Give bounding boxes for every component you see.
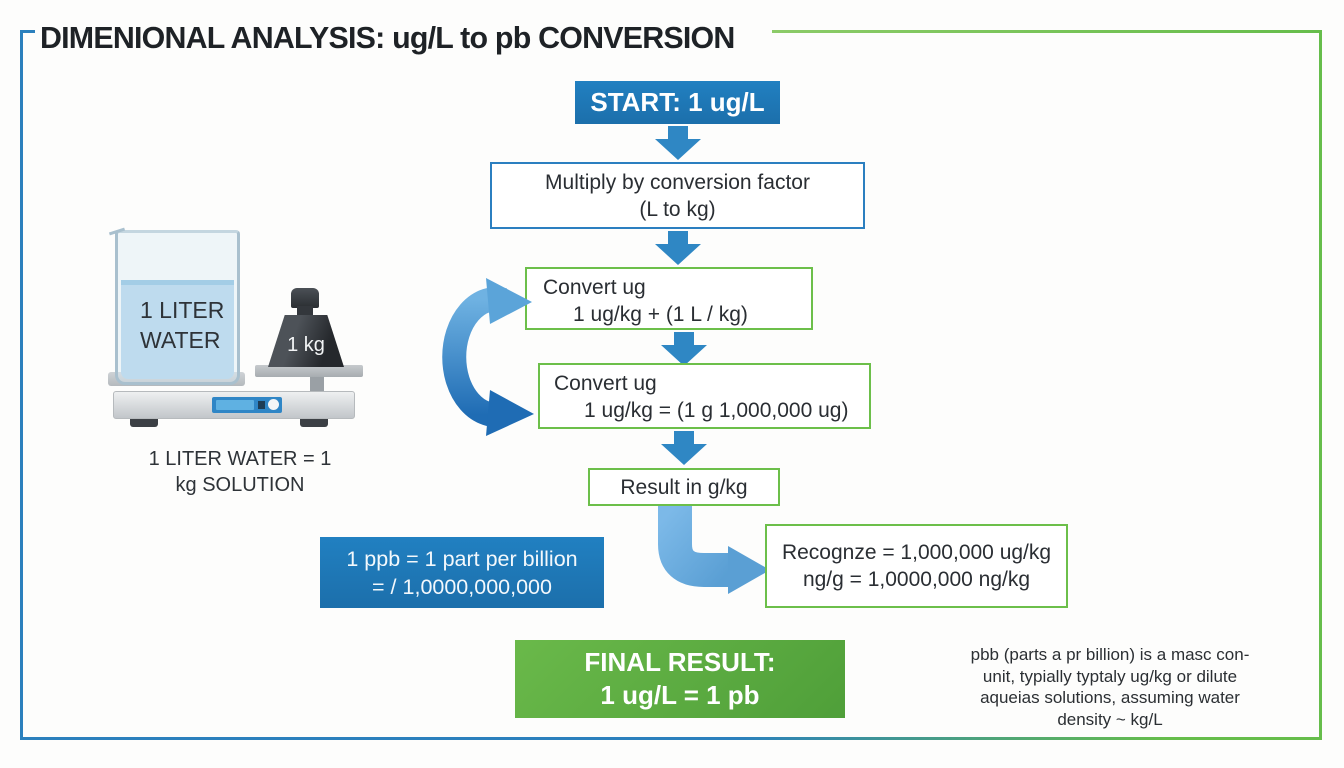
scale-display: [212, 397, 282, 413]
weight-label: 1 kg: [287, 333, 325, 356]
arrow-down-icon: [661, 332, 707, 366]
ppb-line2: = / 1,0000,000,000: [372, 574, 552, 599]
scale-body: [113, 391, 355, 419]
elbow-arrow-icon: [658, 506, 770, 594]
page-title: DIMENIONAL ANALYSIS: ug/L to pb CONVERSI…: [40, 20, 735, 55]
arrow-down-icon: [661, 431, 707, 465]
footnote-text: pbb (parts a pr billion) is a masc con- …: [950, 644, 1270, 730]
flow-convert2-box: Convert ug 1 ug/kg = (1 g 1,000,000 ug): [538, 363, 871, 429]
footnote-line2: unit, typially typtaly ug/kg or dilute: [982, 666, 1238, 686]
frame-border-bottom: [20, 737, 1322, 740]
illustration-caption: 1 LITER WATER = 1 kg SOLUTION: [120, 446, 360, 498]
beaker-label: 1 LITER WATER: [140, 297, 225, 353]
frame-border-right: [1319, 30, 1322, 738]
scale-foot: [300, 419, 328, 427]
footnote-line4: density ~ kg/L: [1057, 709, 1163, 729]
recognize-line1: Recognze = 1,000,000 ug/kg: [781, 541, 1052, 564]
scale-foot: [130, 419, 158, 427]
convert2-line2: 1 ug/kg = (1 g 1,000,000 ug): [584, 399, 849, 422]
weight-pedestal: [255, 365, 363, 377]
weight-pedestal-stem: [310, 377, 324, 393]
scale-screen: [216, 400, 254, 410]
beaker-water: [121, 280, 234, 379]
frame-border-top: [772, 30, 1322, 33]
beaker-spout: [108, 227, 126, 236]
footnote-line1: pbb (parts a pr billion) is a masc con-: [970, 645, 1250, 664]
multiply-line2: (L to kg): [639, 197, 716, 221]
weight-knob: [291, 288, 319, 308]
convert2-line1: Convert ug: [554, 372, 657, 395]
convert1-line2: 1 ug/kg + (1 L / kg): [573, 303, 748, 326]
multiply-line1: Multiply by conversion factor: [545, 170, 810, 194]
final-line2: 1 ug/L = 1 pb: [600, 680, 760, 710]
flow-multiply-box: Multiply by conversion factor (L to kg): [490, 162, 865, 229]
loop-arrow-icon: [442, 278, 534, 436]
final-result-box: FINAL RESULT: 1 ug/L = 1 pb: [515, 640, 845, 718]
flow-start-box: START: 1 ug/L: [575, 81, 780, 124]
final-line1: FINAL RESULT:: [584, 647, 776, 677]
scale-knob: [268, 399, 279, 410]
flow-result-box: Result in g/kg: [588, 468, 780, 506]
ppb-line1: 1 ppb = 1 part per billion: [346, 546, 578, 571]
flow-recognize-box: Recognze = 1,000,000 ug/kg ng/g = 1,0000…: [765, 524, 1068, 608]
scale-illustration: 1 LITER WATER 1 kg: [88, 224, 403, 439]
beaker-icon: 1 LITER WATER: [108, 227, 240, 385]
frame-corner-tick: [20, 30, 35, 33]
convert1-line1: Convert ug: [543, 276, 646, 299]
recognize-line2: ng/g = 1,0000,000 ng/kg: [802, 568, 1031, 591]
scale-button: [258, 401, 265, 409]
caption-line1: 1 LITER WATER = 1: [148, 448, 332, 470]
frame-border-left: [20, 30, 23, 738]
arrow-down-icon: [655, 126, 701, 160]
weight-icon: 1 kg: [268, 315, 344, 367]
footnote-line3: aqueias solutions, assuming water: [980, 688, 1240, 707]
arrow-down-icon: [655, 231, 701, 265]
ppb-definition-box: 1 ppb = 1 part per billion = / 1,0000,00…: [320, 537, 604, 608]
flow-convert1-box: Convert ug 1 ug/kg + (1 L / kg): [525, 267, 813, 330]
caption-line2: kg SOLUTION: [175, 474, 305, 496]
weight-neck: [297, 306, 313, 316]
